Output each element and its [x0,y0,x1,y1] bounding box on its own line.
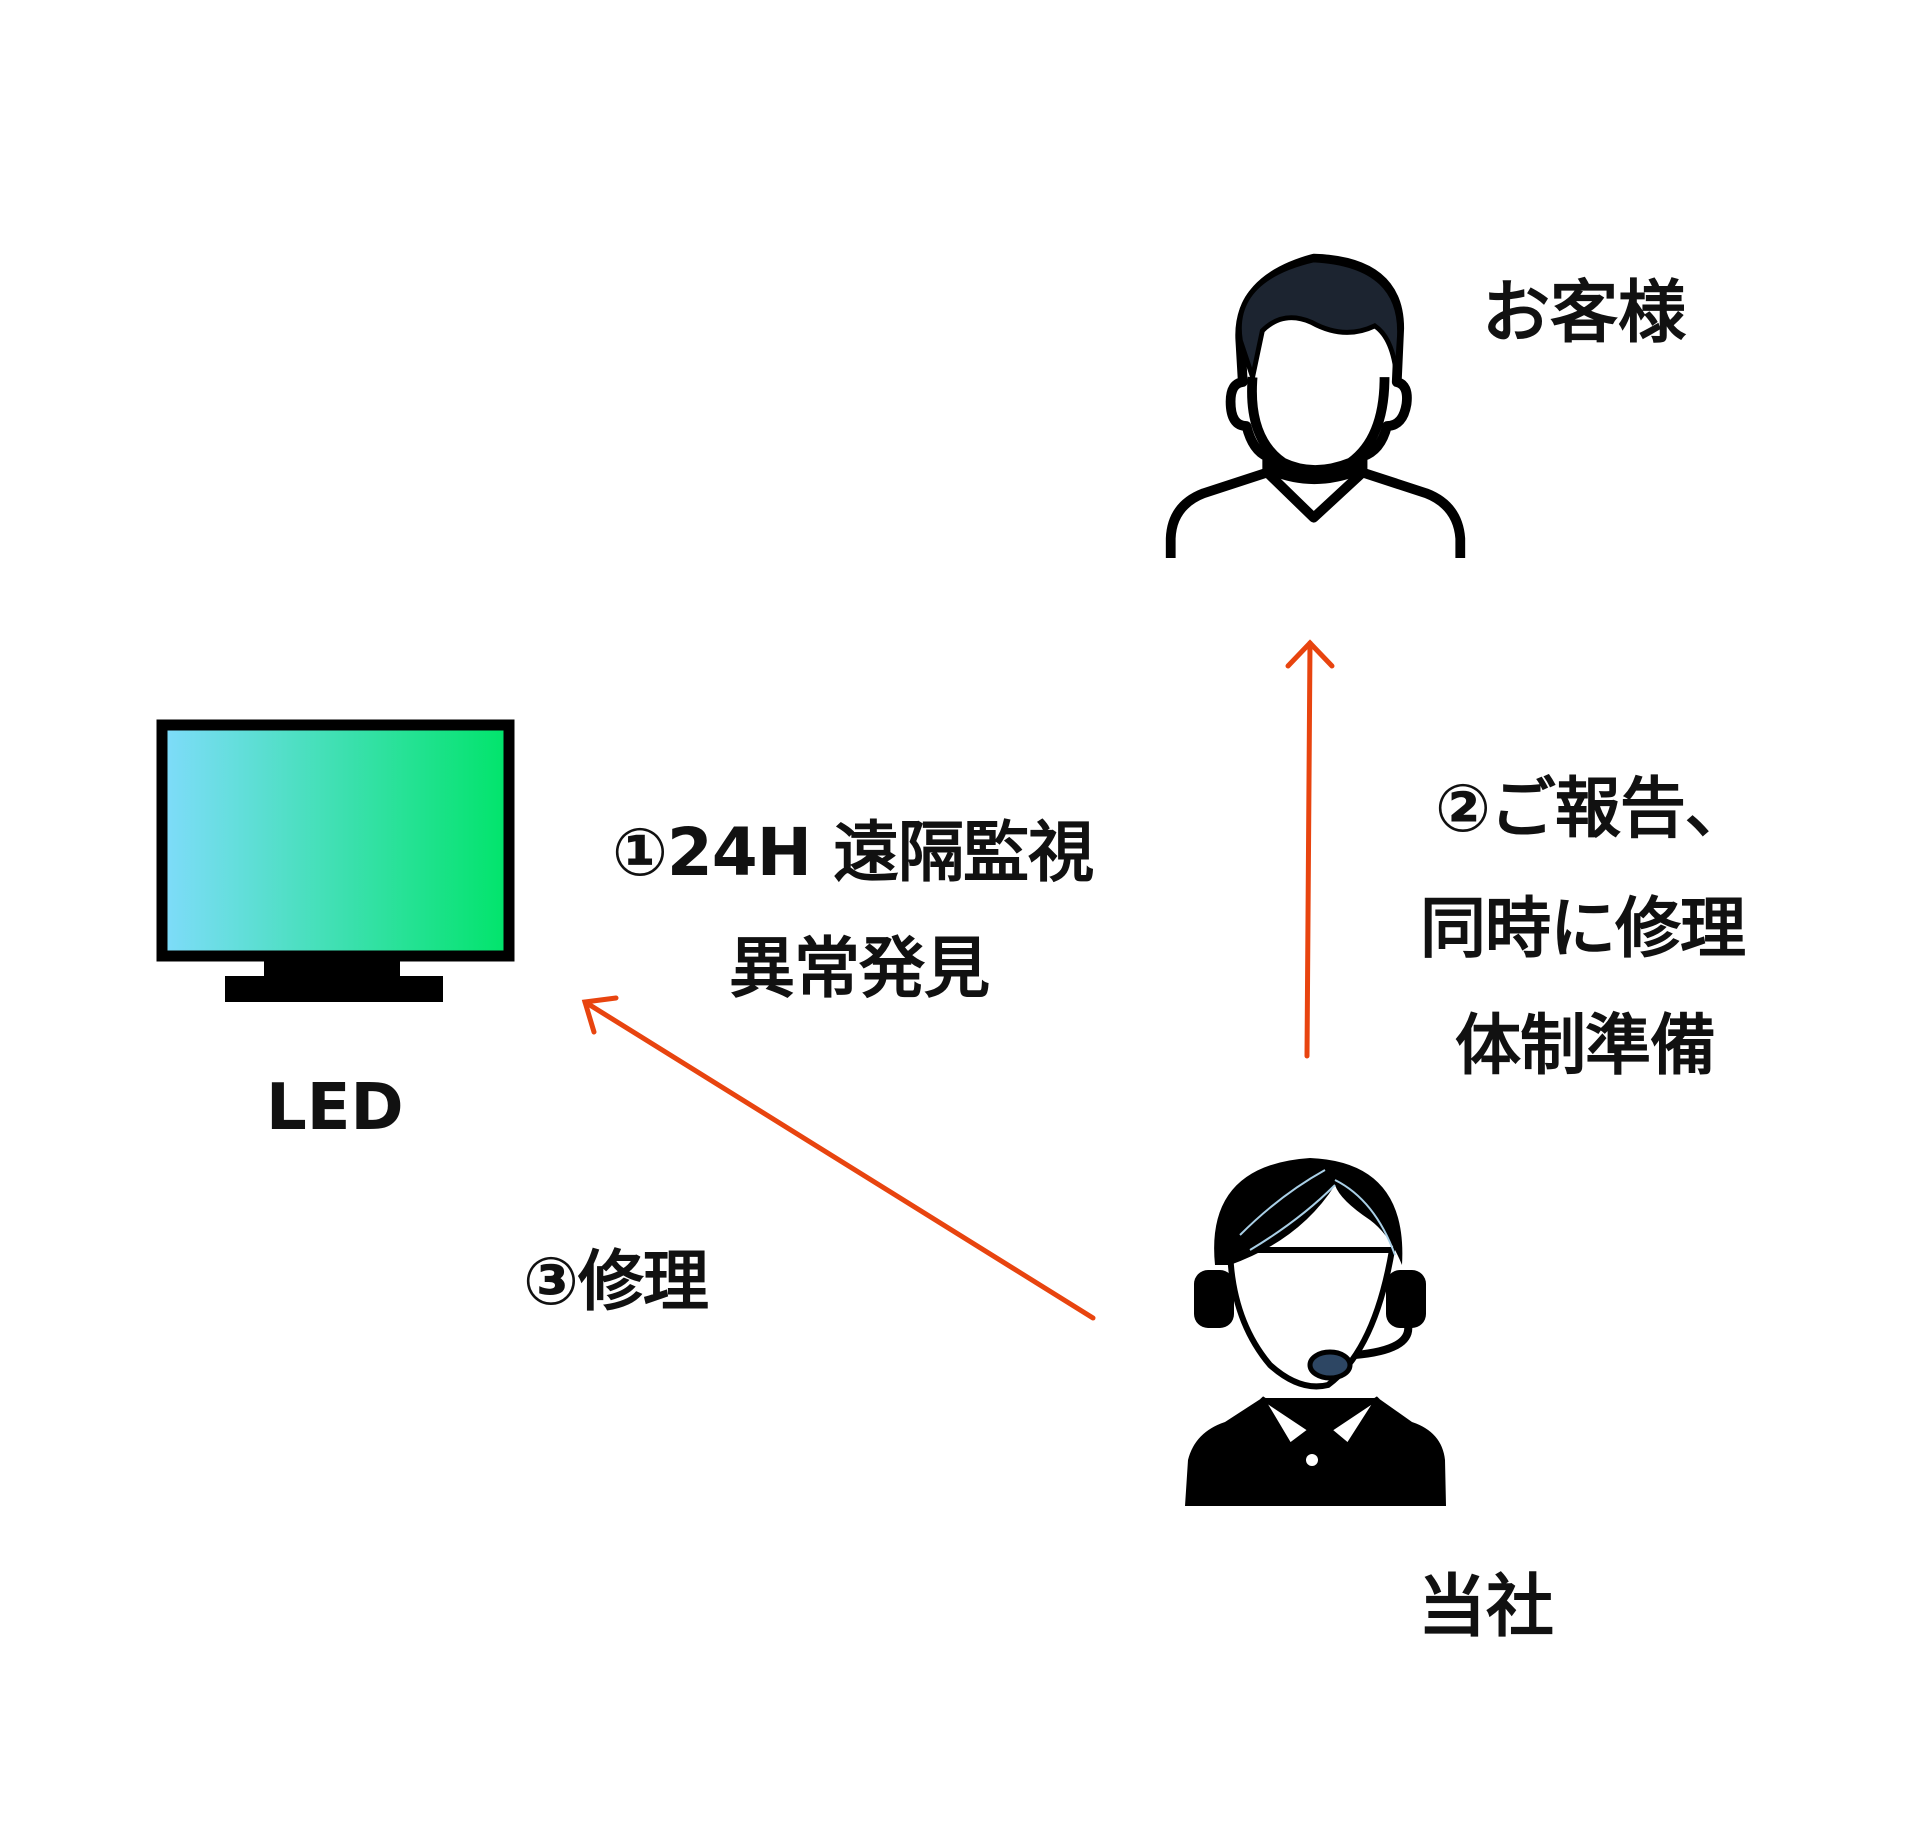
led-label: LED [266,1071,404,1145]
arrow-repair-diagonal [581,995,1096,1321]
step1-line2: 異常発見 [729,930,990,1007]
step2-line2: 同時に修理 [1420,890,1746,967]
customer-person-icon [1165,253,1466,558]
arrow-report-up [1285,639,1335,1059]
step1-line1: ①24H 遠隔監視 [612,814,1094,891]
customer-label: お客様 [1482,274,1687,353]
company-label: 当社 [1418,1568,1555,1647]
step2-line1: ②ご報告、 [1435,770,1751,847]
operator-headset-icon [1185,1158,1446,1506]
step3-line1: ③修理 [523,1243,709,1320]
step2-line3: 体制準備 [1455,1007,1716,1084]
